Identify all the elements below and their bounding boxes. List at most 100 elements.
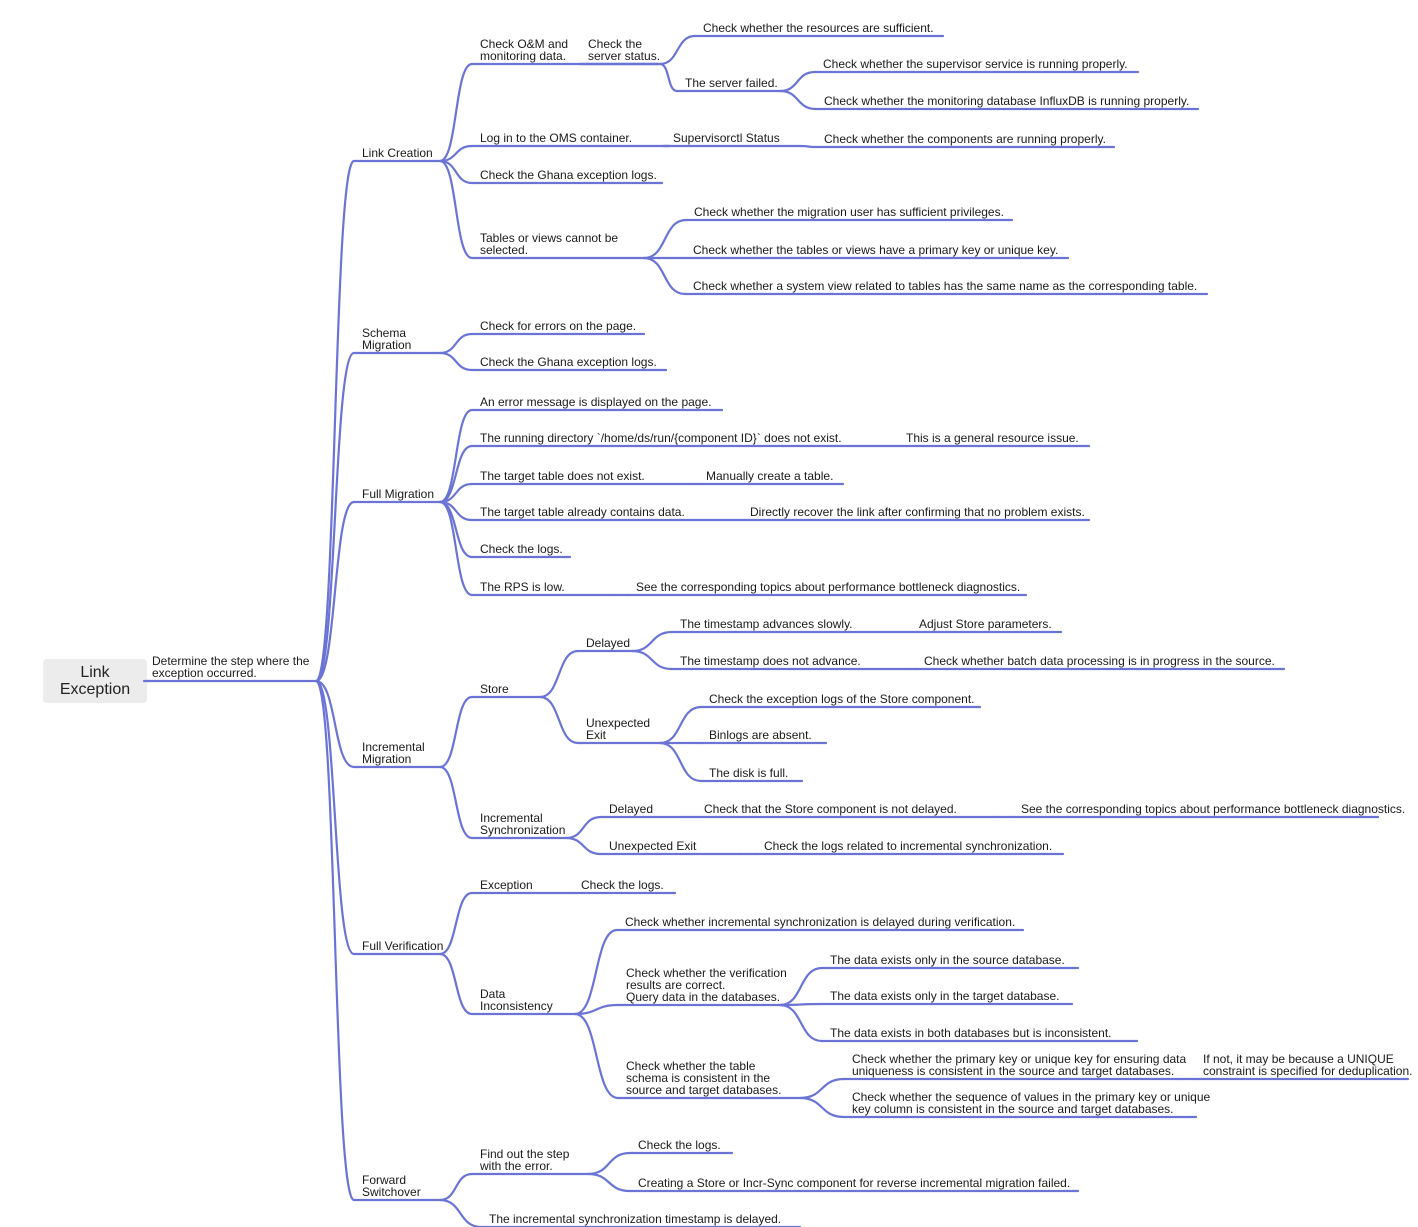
node-check-the-logs[interactable]: Check the logs. (470, 542, 572, 559)
node-check-the-logs[interactable]: Check the logs. (571, 878, 677, 895)
node-check-whether-the-primary-key-or-unique-[interactable]: Check whether the primary key or unique … (842, 1052, 1186, 1081)
node-adjust-store-parameters[interactable]: Adjust Store parameters. (909, 617, 1063, 634)
node-if-not-it-may-be-because-a-unique-constr[interactable]: If not, it may be because a UNIQUEconstr… (1193, 1052, 1412, 1081)
connector-exception (438, 891, 474, 956)
connector-incremental-migration (314, 679, 356, 769)
connector-check-whether-the-supervisor-service-is- (778, 70, 817, 93)
node-supervisorctl-status[interactable]: Supervisorctl Status (663, 131, 802, 148)
node-link-creation[interactable]: Link Creation (352, 146, 442, 163)
connector-the-timestamp-advances-slowly (630, 630, 674, 653)
node-exception[interactable]: Exception (470, 878, 562, 895)
node-full-migration[interactable]: Full Migration (352, 487, 442, 504)
node-log-in-to-the-oms-container[interactable]: Log in to the OMS container. (470, 131, 670, 148)
node-see-the-corresponding-topics-about-perfo[interactable]: See the corresponding topics about perfo… (626, 580, 1028, 597)
connector-link-creation (314, 159, 356, 683)
node-check-whether-the-components-are-running[interactable]: Check whether the components are running… (814, 132, 1116, 149)
node-check-whether-batch-data-processing-is-i[interactable]: Check whether batch data processing is i… (914, 654, 1286, 671)
node-the-target-table-already-contains-data[interactable]: The target table already contains data. (470, 505, 732, 522)
node-check-o-m-and-monitoring-data-label: monitoring data. (480, 49, 566, 63)
node-check-whether-the-monitoring-database-in-label: Check whether the monitoring database In… (824, 94, 1189, 108)
node-store[interactable]: Store (470, 682, 542, 699)
node-check-whether-the-monitoring-database-in[interactable]: Check whether the monitoring database In… (814, 94, 1200, 111)
node-the-data-exists-in-both-databases-but-is[interactable]: The data exists in both databases but is… (820, 1026, 1139, 1043)
node-the-incremental-synchronization-timestam[interactable]: The incremental synchronization timestam… (479, 1212, 802, 1227)
connector-the-disk-is-full (658, 741, 703, 783)
node-check-whether-the-resources-are-sufficie-label: Check whether the resources are sufficie… (703, 21, 934, 35)
node-unexpected-exit-label: Exit (586, 728, 607, 742)
node-check-the-logs-related-to-incremental-sy[interactable]: Check the logs related to incremental sy… (754, 839, 1065, 856)
node-the-data-exists-only-in-the-source-datab[interactable]: The data exists only in the source datab… (820, 953, 1080, 970)
node-the-target-table-does-not-exist[interactable]: The target table does not exist. (470, 469, 692, 486)
node-unexpected-exit-label: Unexpected Exit (609, 839, 697, 853)
node-forward-switchover-label: Forward (362, 1173, 406, 1187)
node-full-verification[interactable]: Full Verification (352, 939, 443, 956)
node-check-the-ghana-exception-logs[interactable]: Check the Ghana exception logs. (470, 355, 668, 372)
connector-the-server-failed (658, 62, 679, 93)
node-check-that-the-store-component-is-not-de-label: Check that the Store component is not de… (704, 802, 957, 816)
connector-the-data-exists-only-in-the-target-datab (778, 1002, 824, 1007)
connector-check-o-m-and-monitoring-data (438, 62, 474, 163)
node-check-whether-the-tables-or-views-have-a[interactable]: Check whether the tables or views have a… (683, 243, 1070, 260)
node-this-is-a-general-resource-issue-label: This is a general resource issue. (906, 431, 1079, 445)
node-the-rps-is-low[interactable]: The RPS is low. (470, 580, 617, 597)
node-delayed[interactable]: Delayed (576, 636, 634, 653)
node-this-is-a-general-resource-issue[interactable]: This is a general resource issue. (896, 431, 1091, 448)
node-unexpected-exit[interactable]: Unexpected Exit (599, 839, 742, 856)
node-check-whether-the-verification-results-a-label: results are correct. (626, 978, 725, 992)
node-check-the-logs-label: Check the logs. (581, 878, 664, 892)
node-check-whether-the-primary-key-or-unique--label: uniqueness is consistent in the source a… (852, 1064, 1174, 1078)
node-check-the-ghana-exception-logs[interactable]: Check the Ghana exception logs. (470, 168, 664, 185)
node-manually-create-a-table[interactable]: Manually create a table. (696, 469, 845, 486)
connector-full-verification (314, 679, 356, 956)
node-check-the-logs[interactable]: Check the logs. (628, 1138, 734, 1155)
node-the-target-table-already-contains-data-label: The target table already contains data. (480, 505, 685, 519)
node-binlogs-are-absent-label: Binlogs are absent. (709, 728, 812, 742)
node-the-data-exists-only-in-the-target-datab[interactable]: The data exists only in the target datab… (820, 989, 1074, 1006)
node-check-whether-a-system-view-related-to-t[interactable]: Check whether a system view related to t… (683, 279, 1209, 296)
node-see-the-corresponding-topics-about-perfo[interactable]: See the corresponding topics about perfo… (1011, 802, 1405, 819)
node-check-whether-the-verification-results-a-label: Check whether the verification (626, 966, 787, 980)
node-directly-recover-the-link-after-confirmi[interactable]: Directly recover the link after confirmi… (740, 505, 1091, 522)
connector-store (438, 695, 474, 769)
node-check-whether-incremental-synchronizatio[interactable]: Check whether incremental synchronizatio… (615, 915, 1025, 932)
node-check-for-errors-on-the-page[interactable]: Check for errors on the page. (470, 319, 646, 336)
connector-check-the-exception-logs-of-the-store-co (658, 705, 703, 745)
node-check-whether-the-sequence-of-values-in--label: key column is consistent in the source a… (852, 1102, 1174, 1116)
node-check-whether-the-sequence-of-values-in-[interactable]: Check whether the sequence of values in … (842, 1090, 1211, 1119)
node-if-not-it-may-be-because-a-unique-constr-label: If not, it may be because a UNIQUE (1203, 1052, 1394, 1066)
node-the-disk-is-full[interactable]: The disk is full. (699, 766, 804, 783)
node-check-whether-the-supervisor-service-is-[interactable]: Check whether the supervisor service is … (813, 57, 1140, 74)
node-the-data-exists-in-both-databases-but-is-label: The data exists in both databases but is… (830, 1026, 1112, 1040)
node-check-the-exception-logs-of-the-store-co[interactable]: Check the exception logs of the Store co… (699, 692, 982, 709)
node-binlogs-are-absent[interactable]: Binlogs are absent. (699, 728, 828, 745)
node-the-timestamp-advances-slowly[interactable]: The timestamp advances slowly. (670, 617, 902, 634)
node-unexpected-exit-label: Unexpected (586, 716, 650, 730)
node-the-server-failed[interactable]: The server failed. (675, 76, 782, 93)
node-check-whether-incremental-synchronizatio-label: Check whether incremental synchronizatio… (625, 915, 1015, 929)
connector-check-for-errors-on-the-page (438, 332, 474, 355)
node-link-creation-label: Link Creation (362, 146, 433, 160)
node-log-in-to-the-oms-container-label: Log in to the OMS container. (480, 131, 632, 145)
node-delayed[interactable]: Delayed (599, 802, 684, 819)
node-the-running-directory-home-ds-run-compon[interactable]: The running directory `/home/ds/run/{com… (470, 431, 890, 448)
node-check-whether-the-migration-user-has-suf[interactable]: Check whether the migration user has suf… (684, 205, 1014, 222)
node-an-error-message-is-displayed-on-the-pag[interactable]: An error message is displayed on the pag… (470, 395, 724, 412)
node-the-timestamp-does-not-advance[interactable]: The timestamp does not advance. (670, 654, 907, 671)
node-creating-a-store-or-incr-sync-component-[interactable]: Creating a Store or Incr-Sync component … (628, 1176, 1080, 1193)
node-check-whether-the-resources-are-sufficie[interactable]: Check whether the resources are sufficie… (693, 21, 945, 38)
node-the-data-exists-only-in-the-source-datab-label: The data exists only in the source datab… (830, 953, 1065, 967)
node-check-that-the-store-component-is-not-de[interactable]: Check that the Store component is not de… (694, 802, 997, 819)
